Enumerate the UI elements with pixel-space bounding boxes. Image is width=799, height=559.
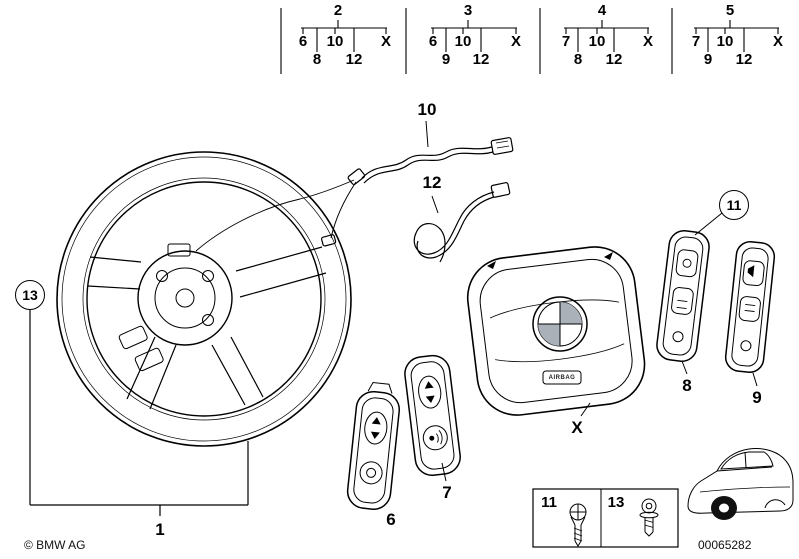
vg2-item-10[interactable]: 10 [326, 33, 344, 50]
copyright-text: © BMW AG [24, 538, 86, 552]
callout-10-cable-upper[interactable]: 10 [417, 100, 437, 119]
vg3-item-x[interactable]: X [510, 33, 522, 50]
callout-11-circled[interactable]: 11 [719, 190, 749, 220]
callout-13-circled[interactable]: 13 [15, 280, 45, 310]
cable-12-drawing [413, 182, 511, 263]
car-icon [687, 448, 794, 520]
vg5-item-x[interactable]: X [772, 33, 784, 50]
vg3-item-9[interactable]: 9 [441, 51, 451, 68]
vg5-item-10[interactable]: 10 [716, 33, 734, 50]
legend-11-label[interactable]: 11 [541, 494, 557, 511]
variant-group-brackets [280, 8, 779, 74]
callout-6-switch[interactable]: 6 [386, 510, 396, 529]
callout-8-switch[interactable]: 8 [682, 376, 692, 395]
vg4-item-x[interactable]: X [642, 33, 654, 50]
vg4-item-8[interactable]: 8 [573, 51, 583, 68]
variant-group-label-5[interactable]: 5 [725, 2, 735, 19]
vg5-item-7[interactable]: 7 [691, 33, 701, 50]
variant-group-label-4[interactable]: 4 [597, 2, 607, 19]
switch-7-drawing [404, 354, 461, 477]
vg2-item-x[interactable]: X [380, 33, 392, 50]
vg3-item-6[interactable]: 6 [428, 33, 438, 50]
variant-group-label-2[interactable]: 2 [333, 2, 343, 19]
vg3-item-12[interactable]: 12 [472, 51, 490, 68]
legend-13-label[interactable]: 13 [607, 494, 625, 511]
vg2-item-6[interactable]: 6 [298, 33, 308, 50]
vg3-item-10[interactable]: 10 [454, 33, 472, 50]
airbag-module-drawing [466, 246, 646, 417]
vg5-item-12[interactable]: 12 [735, 51, 753, 68]
vg4-item-7[interactable]: 7 [561, 33, 571, 50]
switch-9-drawing [724, 241, 776, 373]
callout-7-switch[interactable]: 7 [442, 483, 452, 502]
vg5-item-9[interactable]: 9 [703, 51, 713, 68]
cable-10-drawing [321, 120, 514, 247]
screw-11-drawing [569, 503, 587, 547]
variant-group-label-3[interactable]: 3 [463, 2, 473, 19]
callout-1-steering-wheel[interactable]: 1 [155, 520, 165, 539]
callout-1-bracket [29, 309, 249, 516]
vg4-item-10[interactable]: 10 [588, 33, 606, 50]
steering-wheel-drawing [56, 151, 355, 447]
fastener-legend-box [532, 488, 679, 548]
screw-13-drawing [639, 498, 659, 537]
switch-6-drawing [346, 381, 401, 510]
callout-12-cable-lower[interactable]: 12 [422, 173, 442, 192]
callout-9-switch[interactable]: 9 [752, 388, 762, 407]
callout-x-airbag[interactable]: X [571, 418, 583, 437]
vg2-item-12[interactable]: 12 [345, 51, 363, 68]
vg2-item-8[interactable]: 8 [312, 51, 322, 68]
document-number-text: 00065282 [698, 538, 752, 552]
vg4-item-12[interactable]: 12 [605, 51, 623, 68]
airbag-badge-text: AIRBAG [548, 375, 576, 381]
switch-8-drawing [656, 230, 710, 362]
